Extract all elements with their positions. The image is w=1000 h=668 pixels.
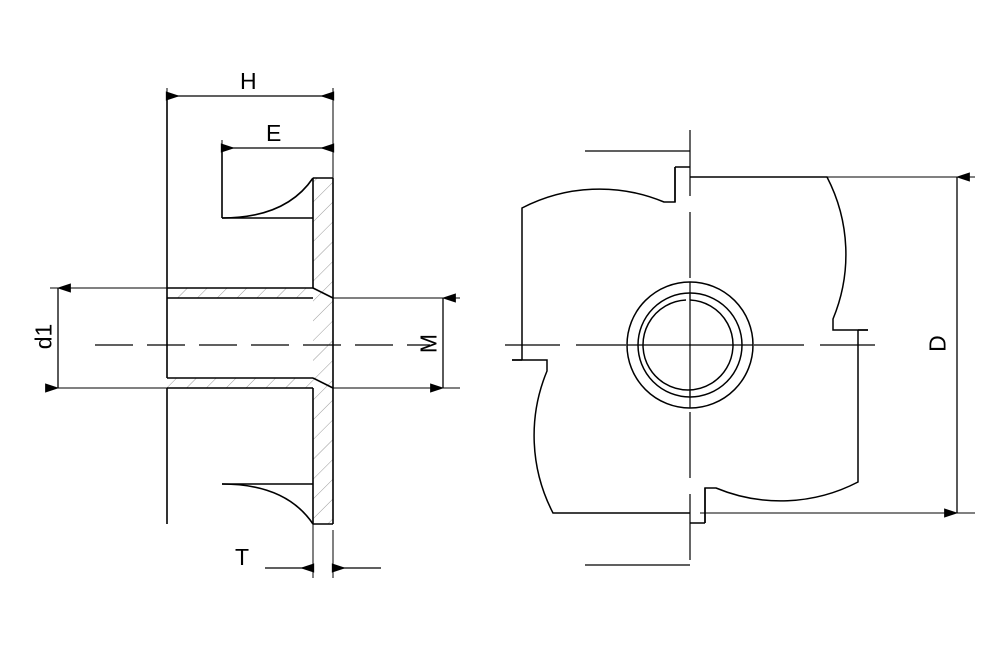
end-view (505, 130, 975, 566)
dimension-E (220, 140, 335, 218)
dimension-label-H: H (240, 68, 257, 94)
thread-inner-circle-gapped (642, 299, 734, 391)
dimension-d1 (45, 283, 172, 393)
dimension-label-D: D (924, 335, 951, 352)
upper-prong-curve (221, 177, 314, 219)
flange-hatch (313, 178, 333, 524)
chamfer-upper (312, 287, 334, 299)
barrel-wall-lower-hatch (167, 378, 313, 388)
pinwheel-body-outline (512, 167, 868, 523)
chamfer-lower (312, 377, 334, 389)
dimension-T (265, 500, 381, 578)
dimension-label-E: E (266, 120, 282, 146)
dimension-M (333, 293, 460, 393)
lower-prong-curve (221, 483, 314, 525)
dimension-D (700, 172, 975, 518)
dimension-label-d1: d1 (30, 323, 57, 350)
dimension-H (165, 88, 335, 300)
section-view (45, 88, 460, 578)
barrel-wall-upper-hatch (167, 288, 313, 298)
dimension-label-T: T (235, 544, 250, 570)
dimension-label-M: M (415, 333, 442, 354)
